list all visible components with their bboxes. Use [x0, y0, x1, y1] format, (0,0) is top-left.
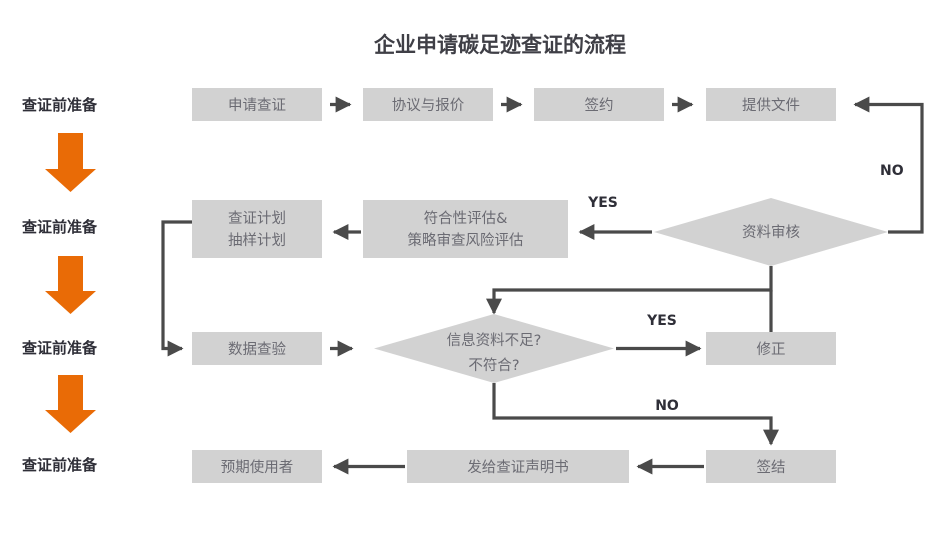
orange-down-arrow-3	[45, 375, 96, 433]
branch-label-insufficient-no: NO	[655, 398, 679, 414]
node-insufficient-label-line1: 信息资料不足?	[447, 332, 542, 349]
stage-label-4: 查证前准备	[22, 456, 98, 474]
node-conclude-label: 签结	[757, 459, 786, 476]
connector-review-no-loop	[853, 96, 924, 234]
node-insufficient[interactable]: 信息资料不足? 不符合?	[374, 314, 614, 383]
node-insufficient-label-line2: 不符合?	[468, 357, 519, 374]
connector-review-to-insufficient	[486, 266, 773, 315]
node-plan-label-line1: 查证计划	[228, 210, 286, 227]
stage-label-1: 查证前准备	[22, 96, 98, 114]
node-contract-label: 签约	[585, 97, 614, 114]
node-conclude[interactable]: 签结	[706, 450, 836, 483]
node-apply-label: 申请查证	[228, 97, 286, 114]
node-plan-label-line2: 抽样计划	[228, 232, 286, 249]
connector-plan-to-data-check	[161, 220, 192, 357]
node-data-check-label: 数据查验	[228, 341, 286, 358]
node-issue-statement-label: 发给查证声明书	[467, 458, 569, 476]
node-apply[interactable]: 申请查证	[192, 88, 322, 121]
orange-down-arrow-1	[45, 133, 96, 192]
stage-label-3: 查证前准备	[22, 339, 98, 357]
node-provide-docs-label: 提供文件	[742, 97, 800, 114]
node-agreement[interactable]: 协议与报价	[363, 88, 493, 121]
node-assessment-label-line1: 符合性评估&	[424, 210, 508, 227]
orange-down-arrow-2	[45, 256, 96, 314]
branch-label-insufficient-yes: YES	[646, 313, 677, 329]
node-agreement-label: 协议与报价	[392, 97, 465, 114]
node-data-check[interactable]: 数据查验	[192, 332, 322, 365]
page-title: 企业申请碳足迹查证的流程	[373, 33, 626, 57]
node-fix-label: 修正	[757, 341, 786, 358]
node-plan[interactable]: 查证计划 抽样计划	[192, 200, 322, 258]
node-contract[interactable]: 签约	[534, 88, 664, 121]
node-assessment-label-line2: 策略审查风险评估	[408, 232, 524, 249]
node-issue-statement[interactable]: 发给查证声明书	[407, 450, 629, 483]
node-doc-review[interactable]: 资料审核	[654, 198, 888, 266]
stage-label-2: 查证前准备	[22, 218, 98, 236]
node-provide-docs[interactable]: 提供文件	[706, 88, 836, 121]
branch-label-review-no: NO	[880, 163, 904, 179]
node-fix[interactable]: 修正	[706, 332, 836, 365]
branch-label-review-yes: YES	[587, 195, 618, 211]
connector-insufficient-no-to-conclude	[492, 383, 779, 446]
node-doc-review-label: 资料审核	[742, 224, 800, 241]
node-assessment[interactable]: 符合性评估& 策略审查风险评估	[363, 200, 568, 258]
node-intended-user[interactable]: 预期使用者	[192, 450, 322, 483]
node-intended-user-label: 预期使用者	[221, 459, 294, 476]
